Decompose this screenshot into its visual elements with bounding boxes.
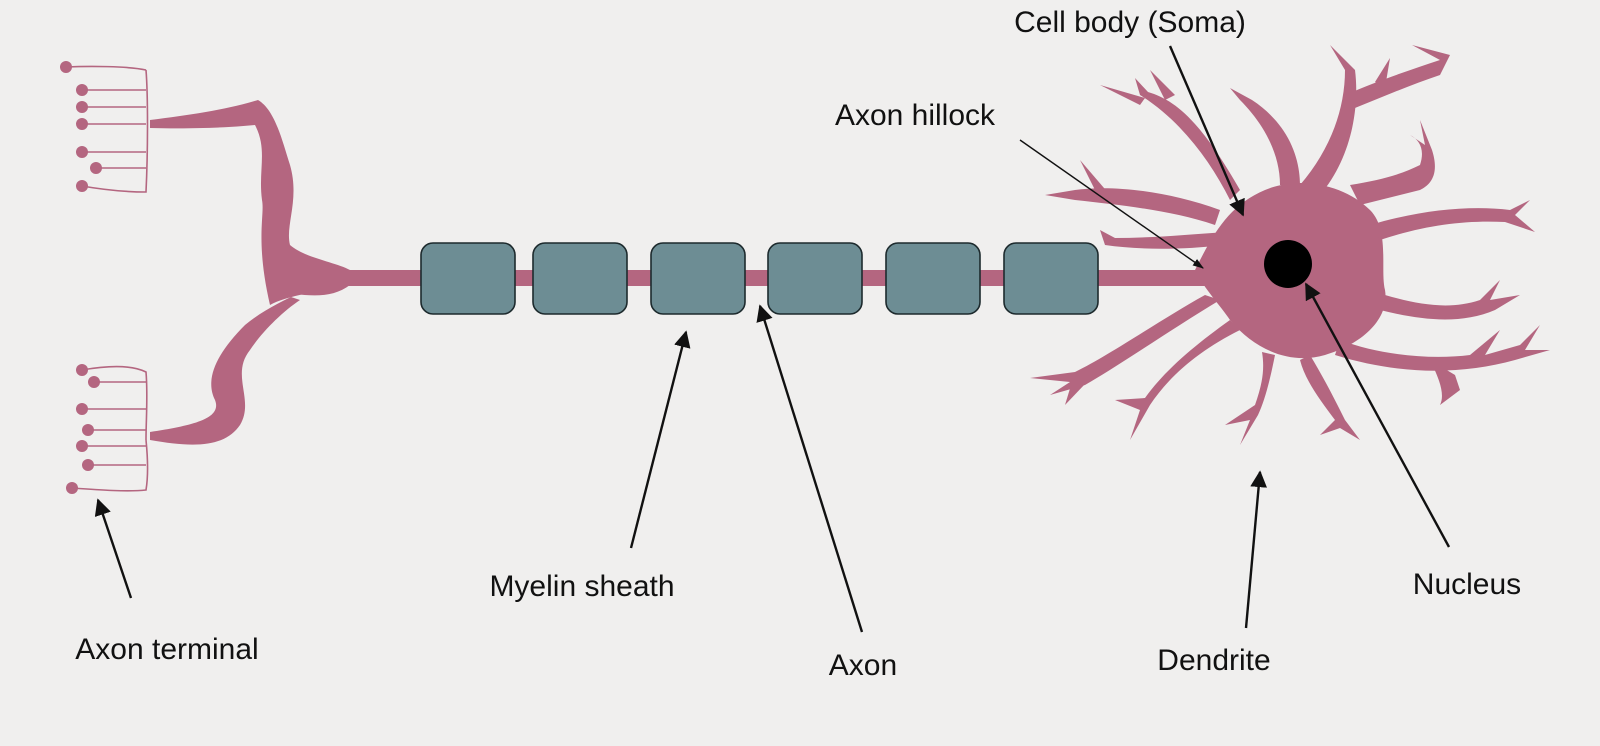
label-myelin-sheath: Myelin sheath: [489, 570, 674, 603]
axon-terminal-lower: [66, 272, 350, 494]
arrow-axon-hillock: [1019, 139, 1204, 269]
label-nucleus: Nucleus: [1413, 568, 1521, 601]
axon-terminal-upper: [60, 61, 365, 305]
label-cell-body: Cell body (Soma): [1014, 6, 1246, 39]
pointer-arrows: [94, 45, 1451, 633]
label-axon-hillock: Axon hillock: [835, 99, 996, 132]
arrow-axon: [756, 304, 864, 633]
cell-body: [1030, 45, 1550, 445]
myelin-segment: [767, 242, 863, 315]
myelin-segment: [650, 242, 746, 315]
arrow-myelin-sheath: [629, 330, 691, 549]
myelin-segment: [885, 242, 981, 315]
label-dendrite: Dendrite: [1157, 644, 1270, 677]
arrow-dendrite: [1244, 470, 1268, 629]
arrow-cell-body: [1168, 45, 1245, 217]
label-axon: Axon: [829, 649, 897, 682]
myelin-segment: [420, 242, 516, 315]
label-axon-terminal: Axon terminal: [75, 633, 258, 666]
myelin-segment: [532, 242, 628, 315]
myelin-sheath: [420, 242, 1099, 315]
arrow-nucleus: [1304, 282, 1451, 548]
nucleus: [1264, 240, 1312, 288]
arrow-axon-terminal: [94, 498, 133, 599]
myelin-segment: [1003, 242, 1099, 315]
